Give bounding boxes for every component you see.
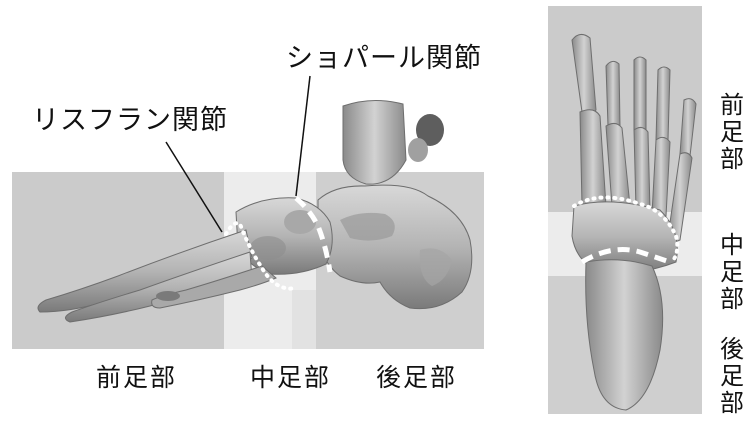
dorsal-midfoot-label: 中足部	[718, 232, 746, 313]
lisfranc-joint-label: リスフラン関節	[32, 98, 228, 137]
dorsal-hindfoot-label: 後足部	[718, 336, 746, 417]
lateral-forefoot-label: 前足部	[96, 358, 177, 394]
lateral-hindfoot-label: 後足部	[376, 358, 457, 394]
tibia-bone	[343, 100, 444, 184]
midfoot-region-lower	[292, 290, 318, 349]
dorsal-forefoot-label: 前足部	[718, 92, 746, 173]
dorsal-view	[548, 6, 702, 414]
lateral-midfoot-label: 中足部	[250, 358, 331, 394]
chopart-joint-label: ショパール関節	[286, 36, 482, 75]
